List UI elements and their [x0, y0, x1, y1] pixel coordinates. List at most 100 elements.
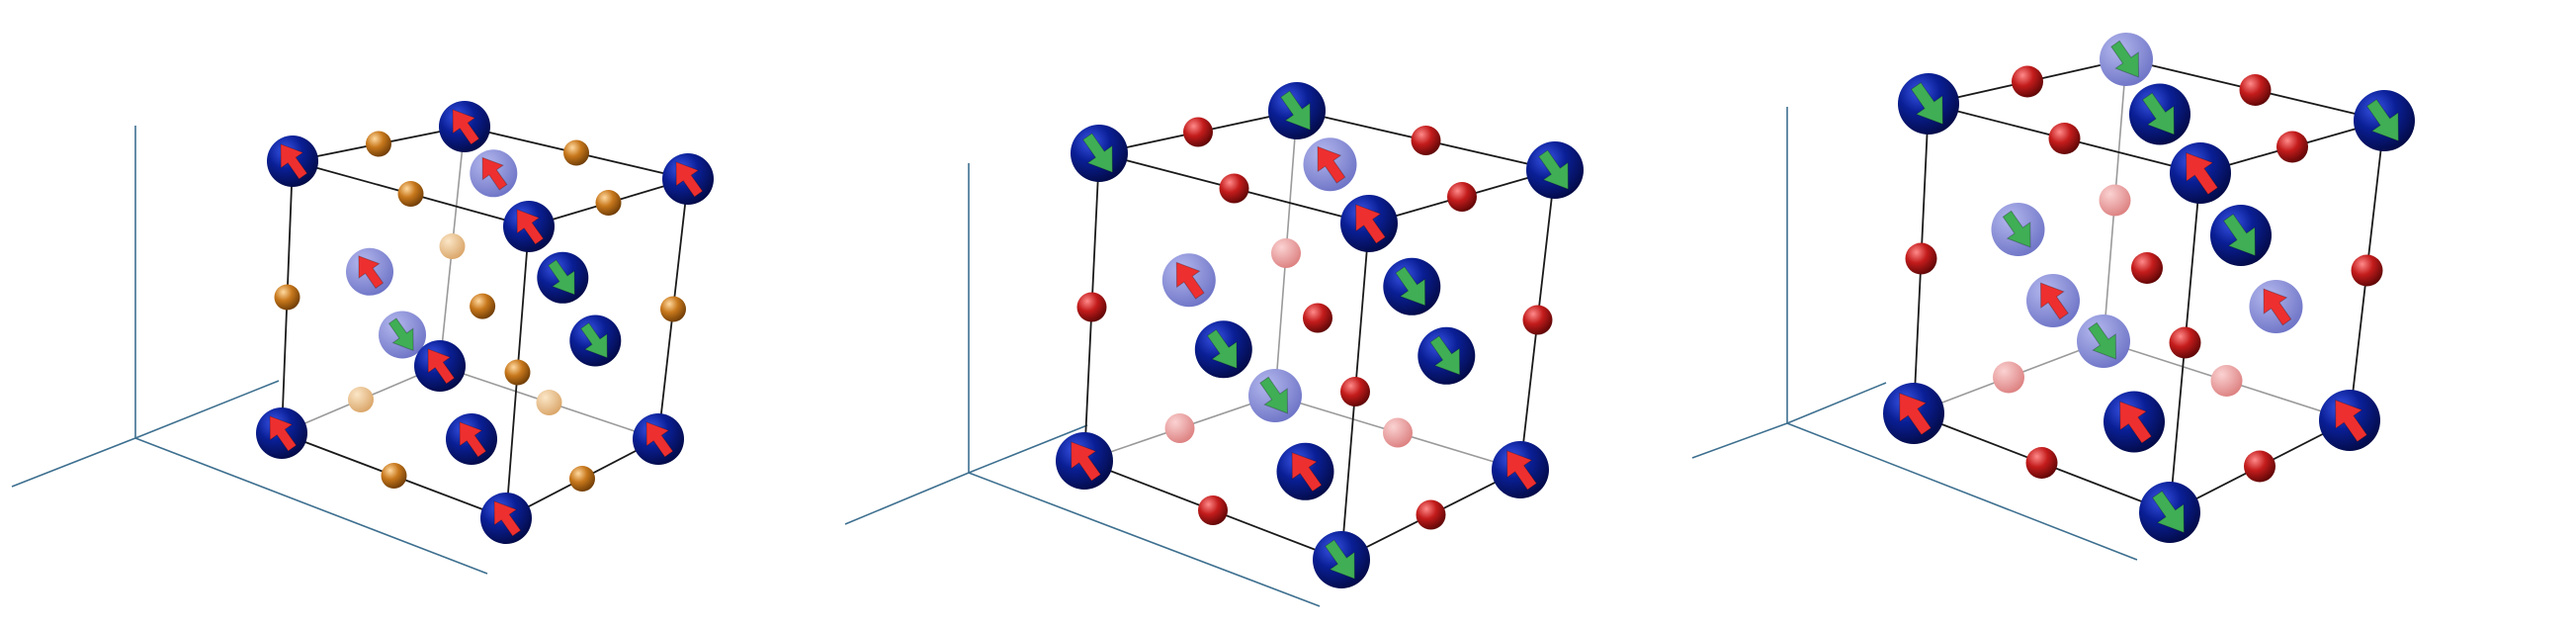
metal-atom: [633, 413, 684, 465]
spin-up-arrow-icon: [358, 255, 385, 290]
spin-up-arrow-icon: [1506, 450, 1538, 491]
metal-atom: [470, 149, 518, 198]
spin-down-arrow-icon: [2222, 213, 2256, 257]
spin-up-arrow-icon: [2119, 401, 2153, 444]
metal-atom: [1898, 73, 1959, 135]
spin-down-arrow-icon: [1081, 133, 1113, 173]
metal-atom: [414, 340, 466, 392]
axis-lines: [11, 126, 488, 575]
metal-atom: [2139, 482, 2200, 543]
metal-atom: [2319, 390, 2380, 451]
ligand-atom: [1522, 305, 1553, 335]
spin-up-arrow-icon: [2335, 399, 2368, 443]
axis-line: [968, 424, 1088, 474]
metal-atom: [1276, 442, 1334, 500]
metal-atom: [1383, 257, 1441, 315]
spin-down-arrow-icon: [387, 317, 414, 352]
ligand-atom: [1447, 182, 1477, 212]
metal-atom: [2354, 90, 2415, 151]
metal-atom: [537, 251, 589, 304]
ligand-atom: [660, 296, 686, 322]
metal-atom: [2104, 391, 2165, 453]
metal-atom: [480, 493, 532, 544]
spin-down-arrow-icon: [2151, 490, 2185, 534]
ligand-atoms: [274, 131, 686, 492]
spin-down-arrow-icon: [1324, 539, 1355, 580]
spin-down-arrow-icon: [2110, 40, 2140, 78]
metal-atom: [503, 201, 555, 252]
axis-line: [1786, 382, 1887, 424]
ligand-atom: [1183, 117, 1213, 147]
metal-atom: [346, 247, 393, 296]
ligand-atom: [1303, 303, 1332, 333]
spin-up-arrow-icon: [459, 421, 487, 458]
metal-atom: [2026, 274, 2080, 327]
ligand-atom: [1411, 126, 1441, 155]
spin-up-arrow-icon: [481, 156, 508, 191]
ligand-atom: [348, 387, 374, 412]
spin-down-arrow-icon: [2365, 98, 2399, 142]
ligand-atom: [2131, 252, 2163, 284]
spin-down-arrow-icon: [547, 259, 575, 296]
metal-atom: [1883, 383, 1944, 444]
metal-atom: [1417, 326, 1476, 385]
ligand-atoms: [1076, 117, 1553, 530]
metal-atom: [1991, 203, 2045, 256]
panel-2: [844, 82, 1584, 607]
axis-line: [134, 380, 280, 439]
metal-atom: [1313, 531, 1370, 588]
metal-atom: [1268, 82, 1326, 139]
ligand-atom: [1993, 361, 2024, 394]
spin-down-arrow-icon: [579, 321, 608, 359]
ligand-atoms: [1905, 65, 2383, 483]
metal-atom: [2077, 314, 2130, 368]
ligand-atom: [2048, 123, 2081, 154]
spin-up-arrow-icon: [2186, 151, 2219, 196]
spin-up-arrow-icon: [516, 209, 545, 245]
spin-up-arrow-icon: [1317, 145, 1346, 184]
ligand-atom: [2012, 65, 2043, 98]
metal-atom: [662, 153, 714, 205]
spin-down-arrow-icon: [2141, 92, 2175, 135]
metal-atom: [256, 407, 307, 459]
ligand-atom: [1905, 242, 1937, 275]
ligand-atom: [1383, 417, 1413, 448]
metal-atom: [1194, 320, 1252, 379]
spin-down-arrow-icon: [1259, 376, 1289, 414]
metal-atom: [379, 311, 426, 359]
spin-down-arrow-icon: [1537, 149, 1569, 190]
axis-lines: [844, 163, 1321, 607]
ligand-atom: [2025, 447, 2058, 479]
spin-up-arrow-icon: [280, 143, 308, 180]
metal-atom: [439, 101, 490, 152]
metal-atom: [1492, 441, 1549, 498]
metal-atoms: [256, 101, 714, 544]
spin-up-arrow-icon: [1291, 451, 1323, 493]
spin-down-arrow-icon: [2002, 210, 2031, 248]
ligand-atom: [1340, 377, 1370, 406]
ligand-atom: [2244, 450, 2275, 483]
spin-up-arrow-icon: [1355, 204, 1387, 244]
ligand-atom: [569, 466, 595, 492]
ligand-atom: [2210, 365, 2243, 397]
metal-atom: [569, 314, 622, 367]
ligand-atom: [1164, 413, 1195, 443]
ligand-atom: [1219, 173, 1249, 204]
spin-down-arrow-icon: [1395, 266, 1426, 307]
ligand-atom: [1416, 499, 1446, 530]
metal-atom: [446, 413, 497, 465]
spin-up-arrow-icon: [1071, 441, 1102, 482]
metal-atom: [1340, 195, 1398, 252]
ligand-atom: [397, 181, 424, 207]
spin-up-arrow-icon: [269, 415, 298, 452]
spin-up-arrow-icon: [2039, 282, 2069, 320]
panel-3: [1691, 33, 2415, 561]
axis-lines: [1691, 107, 2138, 561]
spin-up-arrow-icon: [2263, 288, 2292, 326]
ligand-atom: [563, 139, 589, 166]
ligand-atom: [381, 463, 407, 489]
spin-up-arrow-icon: [645, 421, 674, 458]
spin-up-arrow-icon: [427, 348, 456, 385]
metal-atom: [1071, 125, 1128, 182]
ligand-atom: [274, 284, 301, 311]
